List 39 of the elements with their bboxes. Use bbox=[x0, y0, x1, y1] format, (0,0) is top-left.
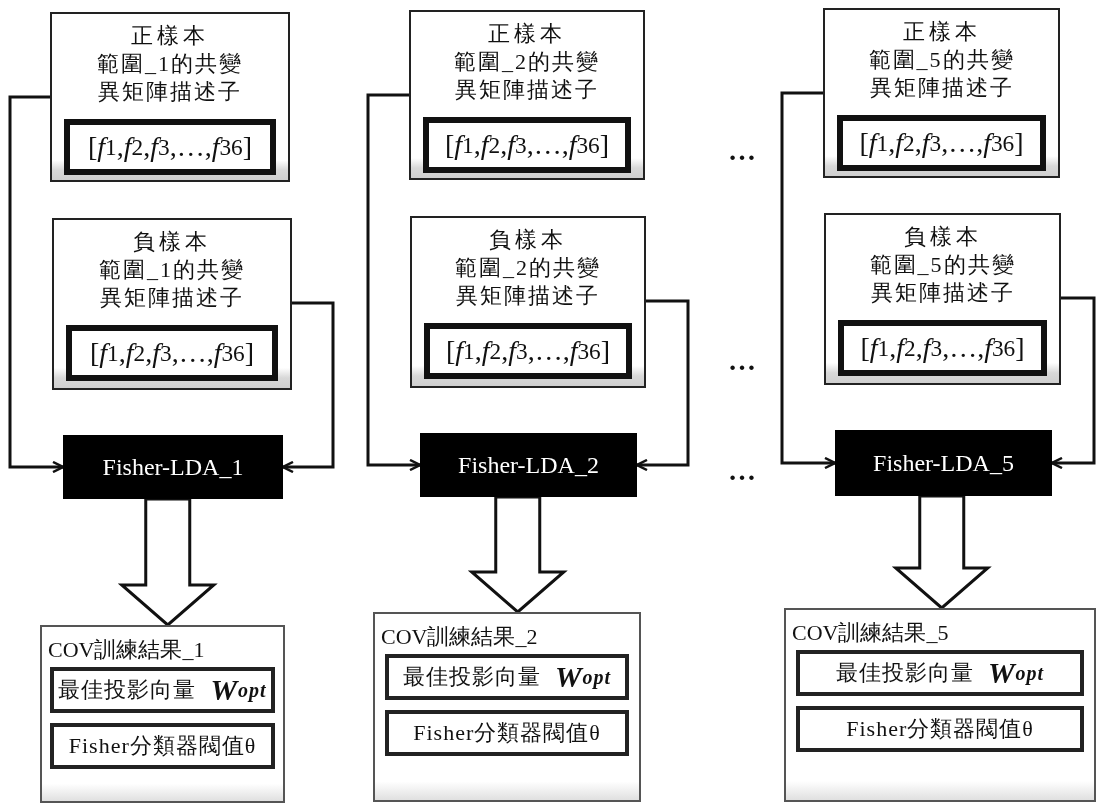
classifier-box: Fisher-LDA_5 bbox=[835, 430, 1052, 496]
block-arrow bbox=[117, 497, 218, 627]
description-text: 範圍_1的共變異矩陣描述子 bbox=[96, 50, 244, 106]
descriptor-box bbox=[410, 216, 646, 388]
result-field: Fisher分類器閥值θ bbox=[385, 710, 629, 756]
description-text: 範圍_5的共變異矩陣描述子 bbox=[868, 251, 1017, 307]
result-field: Fisher分類器閥值θ bbox=[796, 706, 1084, 752]
ellipsis: … bbox=[728, 345, 758, 377]
result-box bbox=[784, 608, 1096, 802]
descriptor-box bbox=[52, 218, 292, 390]
description-text: 範圍_1的共變異矩陣描述子 bbox=[98, 256, 246, 312]
classifier-box: Fisher-LDA_2 bbox=[420, 433, 637, 497]
arrow bbox=[780, 91, 837, 470]
ellipsis: … bbox=[728, 455, 758, 487]
description-text: 範圍_5的共變異矩陣描述子 bbox=[867, 46, 1016, 102]
descriptor-box bbox=[409, 10, 645, 180]
descriptor-box bbox=[823, 8, 1060, 178]
heading: COV訓練結果_2 bbox=[381, 623, 538, 651]
ellipsis: … bbox=[728, 135, 758, 167]
heading: 正樣本 bbox=[130, 22, 210, 50]
descriptor-box bbox=[824, 213, 1061, 385]
arrow bbox=[366, 93, 422, 472]
heading: COV訓練結果_1 bbox=[48, 636, 205, 664]
description-text: 範圍_2的共變異矩陣描述子 bbox=[454, 254, 602, 310]
block-arrow bbox=[891, 494, 992, 610]
result-box bbox=[40, 625, 285, 803]
description-text: 範圍_2的共變異矩陣描述子 bbox=[453, 48, 601, 104]
block-arrow bbox=[467, 495, 568, 614]
result-box bbox=[373, 612, 641, 802]
classifier-box: Fisher-LDA_1 bbox=[63, 435, 283, 499]
heading: 正樣本 bbox=[487, 20, 567, 48]
heading: 負樣本 bbox=[488, 226, 568, 254]
result-field: Fisher分類器閥值θ bbox=[50, 723, 275, 769]
arrow bbox=[8, 95, 65, 474]
heading: COV訓練結果_5 bbox=[792, 619, 949, 647]
heading: 負樣本 bbox=[902, 223, 983, 251]
descriptor-box bbox=[50, 12, 290, 182]
heading: 正樣本 bbox=[901, 18, 982, 46]
heading: 負樣本 bbox=[132, 228, 212, 256]
